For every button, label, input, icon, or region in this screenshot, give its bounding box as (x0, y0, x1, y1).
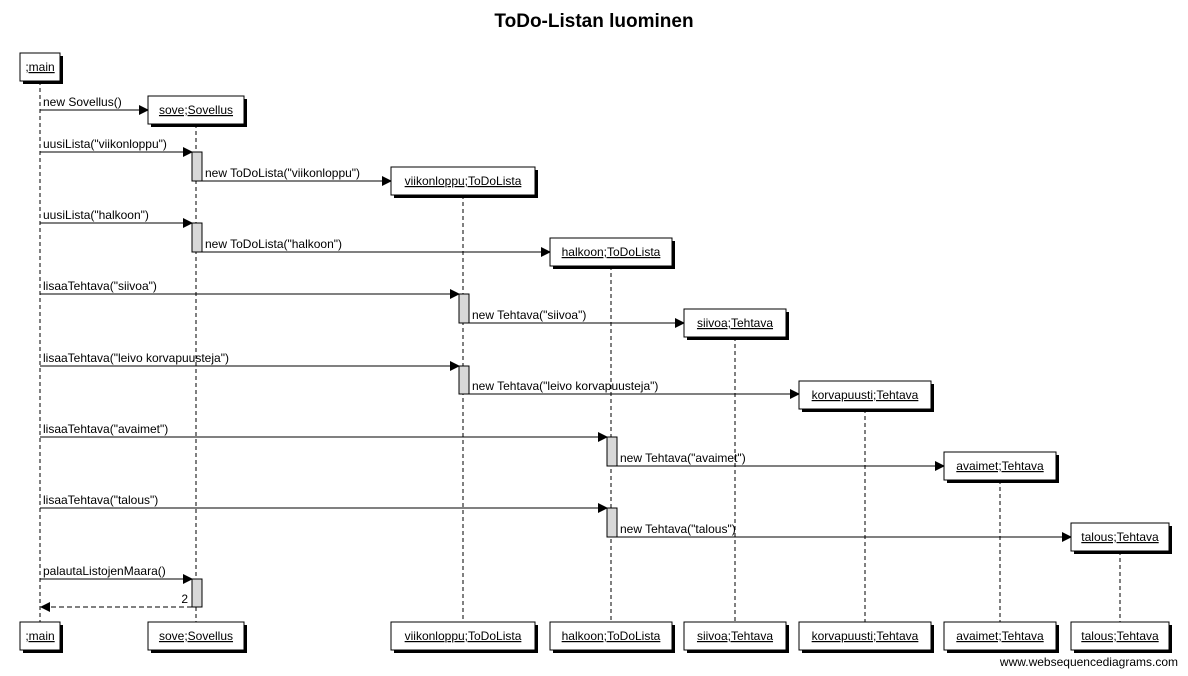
participant-label-viikonloppu: viikonloppu;ToDoLista (405, 174, 522, 188)
participant-box-halkoon-top: halkoon;ToDoLista (549, 237, 675, 269)
participant-box-siivoa-bottom: siivoa;Tehtava (683, 621, 789, 653)
participant-box-halkoon-bottom: halkoon;ToDoLista (549, 621, 675, 653)
message-10: lisaaTehtava("avaimet") (40, 422, 608, 442)
participant-label-korvapuusti: korvapuusti;Tehtava (812, 388, 919, 402)
participant-box-talous-top: talous;Tehtava (1070, 522, 1172, 554)
activation-bar (606, 507, 618, 538)
message-8: lisaaTehtava("leivo korvapuusteja") (40, 351, 460, 371)
message-label: new Tehtava("leivo korvapuusteja") (472, 379, 658, 393)
participant-box-talous-bottom: talous;Tehtava (1070, 621, 1172, 653)
participant-box-main-top: ;main (19, 52, 63, 84)
message-14: palautaListojenMaara() (40, 564, 193, 584)
message-label: new ToDoLista("halkoon") (205, 237, 342, 251)
participant-box-main-bottom: ;main (19, 621, 63, 653)
activation-bar (606, 436, 618, 467)
participant-label-siivoa: siivoa;Tehtava (697, 629, 773, 643)
participant-label-avaimet: avaimet;Tehtava (956, 629, 1044, 643)
participant-label-main: ;main (25, 629, 54, 643)
participant-label-halkoon: halkoon;ToDoLista (562, 245, 661, 259)
message-9: new Tehtava("leivo korvapuusteja") (469, 379, 800, 399)
messages: new Sovellus() uusiLista("viikonloppu") ne… (40, 95, 1072, 612)
message-2: uusiLista("viikonloppu") (40, 137, 193, 157)
participants: ;main ;main sove;Sovellus sove;Sovellus viik… (19, 52, 1172, 653)
activation-bar (458, 293, 470, 324)
participant-box-korvapuusti-top: korvapuusti;Tehtava (798, 380, 934, 412)
message-label: lisaaTehtava("talous") (43, 493, 158, 507)
participant-box-viikonloppu-bottom: viikonloppu;ToDoLista (390, 621, 538, 653)
participant-label-sove: sove;Sovellus (159, 103, 233, 117)
participant-box-avaimet-top: avaimet;Tehtava (943, 451, 1059, 483)
message-11: new Tehtava("avaimet") (617, 451, 945, 471)
participant-label-main: ;main (25, 60, 54, 74)
participant-box-viikonloppu-top: viikonloppu;ToDoLista (390, 166, 538, 198)
activation-bar (191, 151, 203, 182)
activation-bar (458, 365, 470, 395)
participant-box-avaimet-bottom: avaimet;Tehtava (943, 621, 1059, 653)
participant-label-korvapuusti: korvapuusti;Tehtava (812, 629, 919, 643)
diagram-title: ToDo-Listan luominen (494, 11, 693, 32)
participant-label-siivoa: siivoa;Tehtava (697, 316, 773, 330)
participant-label-avaimet: avaimet;Tehtava (956, 459, 1044, 473)
message-3: new ToDoLista("viikonloppu") (202, 166, 392, 186)
message-label: palautaListojenMaara() (43, 564, 166, 578)
participant-box-sove-bottom: sove;Sovellus (147, 621, 247, 653)
activation-bar (191, 222, 203, 253)
message-label: lisaaTehtava("avaimet") (43, 422, 168, 436)
message-1: new Sovellus() (40, 95, 149, 115)
message-6: lisaaTehtava("siivoa") (40, 279, 460, 299)
participant-box-siivoa-top: siivoa;Tehtava (683, 308, 789, 340)
message-15: 2 (40, 592, 192, 612)
message-label: uusiLista("viikonloppu") (43, 137, 167, 151)
message-label: lisaaTehtava("siivoa") (43, 279, 157, 293)
participant-box-sove-top: sove;Sovellus (147, 95, 247, 127)
return-label: 2 (181, 592, 188, 606)
participant-label-talous: talous;Tehtava (1081, 530, 1159, 544)
message-5: new ToDoLista("halkoon") (202, 237, 551, 257)
participant-box-korvapuusti-bottom: korvapuusti;Tehtava (798, 621, 934, 653)
message-4: uusiLista("halkoon") (40, 208, 193, 228)
activation-bar (191, 578, 203, 608)
participant-label-viikonloppu: viikonloppu;ToDoLista (405, 629, 522, 643)
message-label: lisaaTehtava("leivo korvapuusteja") (43, 351, 229, 365)
message-label: uusiLista("halkoon") (43, 208, 149, 222)
message-12: lisaaTehtava("talous") (40, 493, 608, 513)
message-label: new Tehtava("avaimet") (620, 451, 746, 465)
message-label: new Tehtava("siivoa") (472, 308, 586, 322)
activation-bars (191, 151, 618, 608)
participant-label-talous: talous;Tehtava (1081, 629, 1159, 643)
participant-label-halkoon: halkoon;ToDoLista (562, 629, 661, 643)
message-13: new Tehtava("talous") (617, 522, 1072, 542)
message-label: new Sovellus() (43, 95, 122, 109)
message-label: new ToDoLista("viikonloppu") (205, 166, 360, 180)
message-7: new Tehtava("siivoa") (469, 308, 685, 328)
message-label: new Tehtava("talous") (620, 522, 736, 536)
participant-label-sove: sove;Sovellus (159, 629, 233, 643)
credit-text: www.websequencediagrams.com (999, 655, 1178, 669)
